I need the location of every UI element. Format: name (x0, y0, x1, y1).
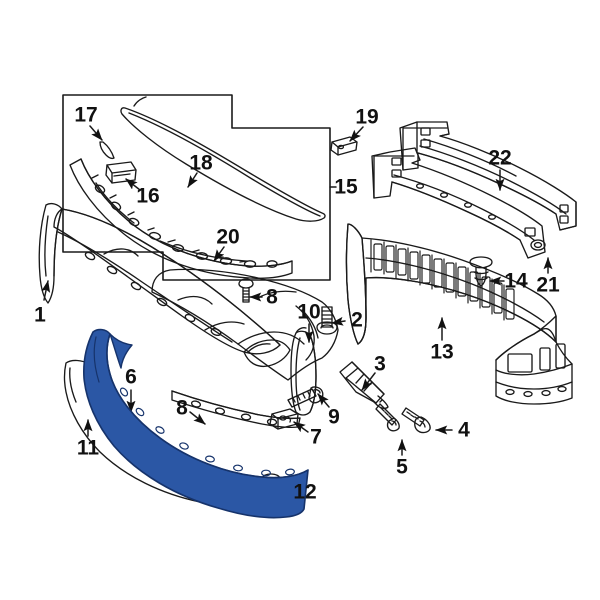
part-1-cover-face (151, 268, 339, 381)
callout-label-1[interactable]: 1 (34, 303, 46, 327)
callout-label-3[interactable]: 3 (374, 352, 386, 376)
callout-label-16[interactable]: 16 (136, 184, 160, 208)
callout-label-2[interactable]: 2 (351, 308, 363, 332)
callout-label-14[interactable]: 14 (504, 269, 528, 293)
callout-label-7[interactable]: 7 (310, 425, 322, 449)
callout-label-19[interactable]: 19 (355, 105, 379, 129)
callout-label-12[interactable]: 12 (293, 480, 317, 504)
callout-label-18[interactable]: 18 (189, 151, 213, 175)
part-14-clip-retainer (469, 256, 493, 287)
callout-label-4[interactable]: 4 (458, 418, 470, 442)
callout-label-21[interactable]: 21 (536, 273, 560, 297)
callout-label-20[interactable]: 20 (216, 225, 240, 249)
callout-label-15[interactable]: 15 (334, 175, 358, 199)
callout-label-17[interactable]: 17 (74, 103, 98, 127)
callout-label-8-lower[interactable]: 8 (176, 396, 188, 420)
callout-label-11[interactable]: 11 (76, 436, 100, 460)
callout-label-8-upper[interactable]: 8 (266, 285, 278, 309)
part-5-pan-screw (375, 403, 400, 432)
part-1-bumper-cover (38, 202, 63, 304)
part-18-upper-moulding (120, 107, 326, 222)
callout-label-5[interactable]: 5 (396, 455, 408, 479)
part-8-screw-upper (238, 278, 254, 303)
part-9-tapping-screw (287, 386, 324, 408)
callout-label-9[interactable]: 9 (328, 405, 340, 429)
part-20-stiffener (69, 158, 293, 279)
callout-label-10[interactable]: 10 (297, 300, 321, 324)
part-2-flange-bolt (316, 306, 338, 335)
part-17-end-cap (99, 141, 115, 160)
part-6-lower-valance-highlight (83, 328, 309, 519)
callout-label-6[interactable]: 6 (125, 365, 137, 389)
part-1-cover-main (53, 208, 281, 355)
callout-label-13[interactable]: 13 (430, 340, 454, 364)
callout-label-22[interactable]: 22 (488, 146, 512, 170)
part-4-hex-flange-screw (401, 407, 431, 434)
part-22-impact-bar (399, 121, 577, 231)
